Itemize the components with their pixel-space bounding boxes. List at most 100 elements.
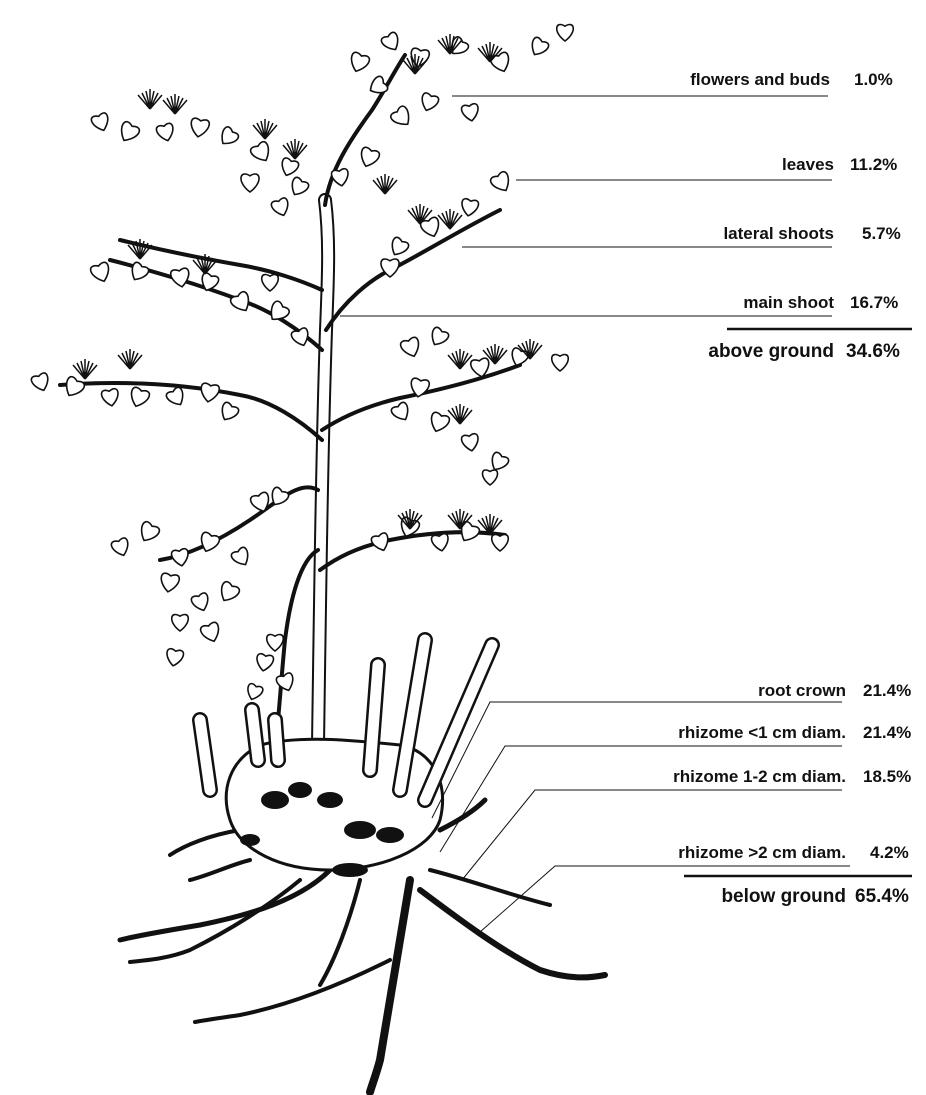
rhizome-6 [195, 960, 390, 1022]
leaf-7 [366, 75, 389, 98]
stem-8 [320, 532, 505, 570]
flower-tuft-7 [373, 174, 397, 194]
leaf-16 [249, 140, 274, 165]
leaf-62 [197, 531, 220, 554]
cut-stem-fill-5 [425, 645, 492, 800]
leaf-40 [165, 386, 188, 409]
leaf-61 [171, 548, 190, 567]
leaf-43 [399, 336, 422, 359]
leaf-46 [508, 347, 529, 368]
leaf-58 [492, 535, 509, 551]
cut-stem-fill-2 [275, 720, 278, 760]
leaf-17 [278, 157, 299, 178]
leaf-74 [245, 683, 264, 702]
leaf-63 [230, 546, 253, 569]
flower-tuft-9 [438, 209, 462, 229]
leaf-6 [557, 25, 574, 41]
leaf-22 [357, 146, 380, 169]
leaf-10 [461, 103, 480, 122]
value-flowers-and-buds: 1.0% [854, 70, 893, 90]
value-lateral-shoots: 5.7% [862, 224, 901, 244]
leaf-47 [552, 355, 569, 371]
leader-line-5 [440, 746, 842, 852]
crown-cavity-3 [344, 821, 376, 839]
leaf-51 [461, 433, 480, 452]
leaf-68 [199, 621, 222, 644]
label-leaves: leaves [782, 155, 834, 175]
leaf-56 [431, 533, 450, 552]
cut-stem-fill-1 [252, 710, 258, 760]
rhizome-9 [170, 830, 240, 855]
leaf-42 [217, 401, 240, 424]
leaf-12 [116, 120, 141, 145]
flower-tuft-13 [73, 359, 97, 379]
crown-cavity-4 [376, 827, 404, 843]
leaf-13 [156, 123, 176, 143]
stem-7 [322, 365, 520, 430]
label-root-crown: root crown [758, 681, 846, 701]
crown-cavity-5 [240, 834, 260, 846]
leaf-49 [390, 401, 413, 424]
flower-tuft-4 [163, 94, 187, 114]
value-above-ground: 34.6% [846, 341, 900, 363]
leaf-15 [217, 125, 240, 148]
leaf-24 [460, 198, 479, 217]
leaf-64 [159, 573, 180, 594]
leaf-23 [489, 170, 514, 195]
label-rhizome-1-2: rhizome 1-2 cm diam. [673, 767, 846, 787]
leaf-41 [199, 383, 220, 404]
stem-5 [60, 383, 322, 440]
leaf-1 [380, 31, 403, 54]
leaf-67 [172, 615, 189, 631]
rhizome-5 [430, 870, 550, 905]
value-rhizome-1-2: 18.5% [863, 767, 911, 787]
leaf-54 [370, 532, 391, 553]
leaf-20 [287, 176, 310, 199]
leaf-21 [331, 168, 350, 187]
leaf-50 [427, 411, 450, 434]
leaf-53 [482, 470, 497, 485]
leaf-59 [110, 537, 131, 558]
leaf-28 [89, 261, 112, 284]
leaf-5 [527, 36, 550, 59]
label-lateral-shoots: lateral shoots [723, 224, 834, 244]
leaf-69 [165, 648, 184, 667]
stem-6 [326, 210, 500, 330]
leaf-18 [241, 174, 259, 192]
crown-cavity-2 [317, 792, 343, 808]
crown-cavity-0 [261, 791, 289, 809]
rhizome-2 [320, 880, 360, 985]
stem-1 [318, 200, 328, 745]
flower-tuft-17 [448, 404, 472, 424]
flower-tuft-5 [253, 119, 277, 139]
leaf-36 [30, 372, 51, 393]
leaf-75 [267, 635, 284, 651]
leader-line-4 [432, 702, 842, 818]
leaf-0 [347, 51, 370, 74]
leaf-37 [61, 375, 86, 400]
leaf-38 [101, 388, 120, 407]
leaf-8 [389, 105, 414, 130]
leaf-70 [249, 491, 272, 514]
label-above-ground: above ground [708, 341, 834, 363]
value-root-crown: 21.4% [863, 681, 911, 701]
value-rhizome-lt1: 21.4% [863, 723, 911, 743]
crown-cavity-6 [332, 863, 368, 877]
flower-tuft-6 [283, 139, 307, 159]
flower-tuft-3 [138, 89, 162, 109]
leaf-65 [190, 592, 211, 613]
value-below-ground: 65.4% [855, 886, 909, 908]
leaf-33 [262, 275, 279, 291]
leaf-44 [427, 326, 450, 349]
leaf-9 [418, 92, 439, 113]
leaf-66 [216, 580, 241, 605]
label-below-ground: below ground [721, 886, 846, 908]
label-rhizome-gt2: rhizome >2 cm diam. [678, 843, 846, 863]
value-main-shoot: 16.7% [850, 293, 898, 313]
value-leaves: 11.2% [850, 155, 897, 175]
leaf-14 [189, 118, 210, 139]
label-main-shoot: main shoot [743, 293, 834, 313]
leaf-60 [136, 520, 161, 545]
leaf-39 [127, 386, 150, 409]
flower-tuft-14 [448, 349, 472, 369]
